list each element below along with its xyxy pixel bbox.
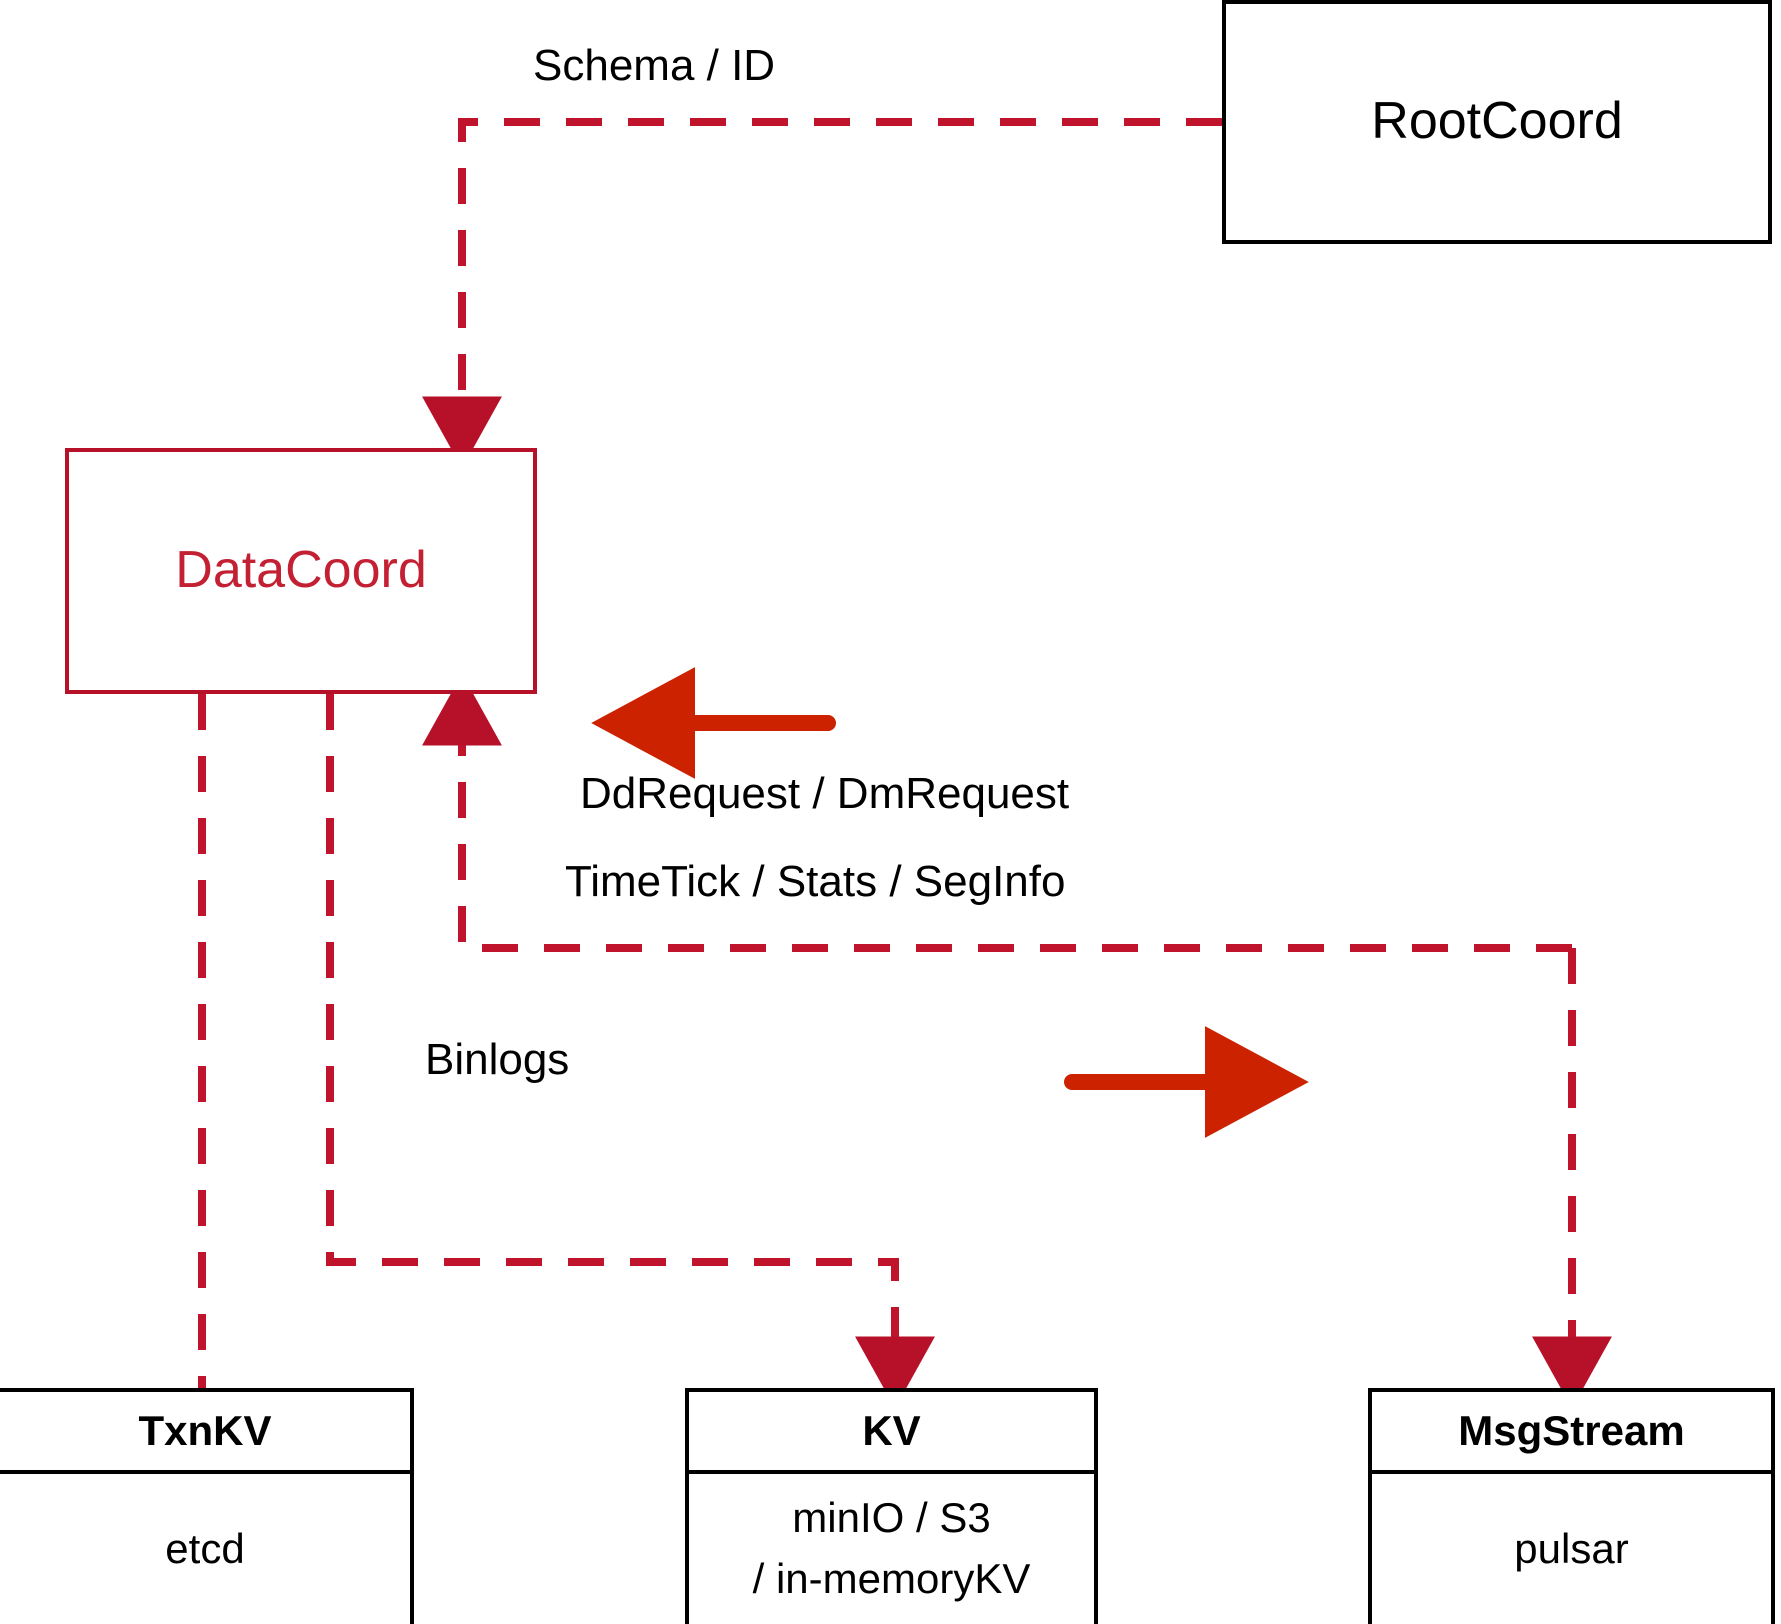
node-datacoord[interactable]: DataCoord bbox=[65, 448, 537, 694]
node-msgstream[interactable]: MsgStream pulsar bbox=[1368, 1388, 1775, 1624]
node-kv-body-line-1: minIO / S3 bbox=[792, 1494, 991, 1542]
node-kv[interactable]: KV minIO / S3 / in-memoryKV bbox=[685, 1388, 1098, 1624]
node-msgstream-header: MsgStream bbox=[1372, 1392, 1771, 1474]
node-kv-header: KV bbox=[689, 1392, 1094, 1474]
node-rootcoord[interactable]: RootCoord bbox=[1222, 0, 1772, 244]
node-txnkv-body-line-1: etcd bbox=[165, 1524, 245, 1572]
node-kv-body-line-2: / in-memoryKV bbox=[752, 1555, 1031, 1602]
edge-label-timetick-stats-seginfo: TimeTick / Stats / SegInfo bbox=[565, 857, 1066, 906]
node-msgstream-body: pulsar bbox=[1372, 1474, 1771, 1624]
node-datacoord-label: DataCoord bbox=[175, 541, 427, 600]
edge-label-binlogs: Binlogs bbox=[425, 1035, 570, 1084]
edge-schema-id bbox=[422, 118, 1222, 469]
node-rootcoord-label: RootCoord bbox=[1371, 92, 1623, 151]
edge-label-dd-dm-request: DdRequest / DmRequest bbox=[580, 769, 1070, 818]
node-kv-body: minIO / S3 / in-memoryKV bbox=[689, 1474, 1094, 1624]
node-msgstream-body-line-1: pulsar bbox=[1514, 1524, 1629, 1572]
node-txnkv-header: TxnKV bbox=[0, 1392, 410, 1474]
edge-label-schema-id: Schema / ID bbox=[533, 41, 776, 90]
node-txnkv-body: etcd bbox=[0, 1474, 410, 1624]
edge-dd-dm-request bbox=[422, 673, 1572, 952]
node-txnkv[interactable]: TxnKV etcd bbox=[0, 1388, 414, 1624]
